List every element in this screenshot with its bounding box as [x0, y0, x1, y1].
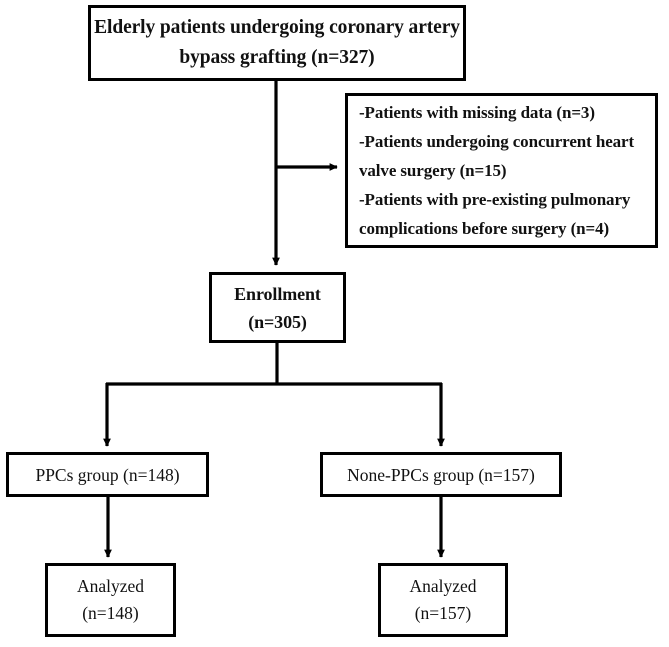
node-exclusions: -Patients with missing data (n=3) -Patie…: [345, 93, 658, 248]
enrollment-line-2: (n=305): [248, 311, 307, 332]
exclusion-line-5: complications before surgery (n=4): [359, 219, 610, 238]
source-line-1: Elderly patients undergoing coronary art…: [94, 17, 460, 38]
enrollment-line-1: Enrollment: [234, 283, 321, 304]
group-none-ppcs-label: None-PPCs group (n=157): [347, 464, 535, 485]
analyzed-ppcs-line-1: Analyzed: [76, 576, 145, 596]
node-analyzed-ppcs: Analyzed (n=148): [45, 563, 176, 637]
node-analyzed-none-ppcs: Analyzed (n=157): [378, 563, 508, 637]
node-group-none-ppcs: None-PPCs group (n=157): [320, 452, 562, 497]
node-enrollment: Enrollment (n=305): [209, 272, 346, 343]
exclusion-line-2: -Patients undergoing concurrent heart: [359, 132, 635, 151]
node-group-ppcs: PPCs group (n=148): [6, 452, 209, 497]
source-line-2: bypass grafting (n=327): [179, 47, 375, 68]
group-ppcs-label: PPCs group (n=148): [35, 464, 180, 485]
analyzed-none-ppcs-line-1: Analyzed: [409, 576, 477, 596]
exclusion-line-1: -Patients with missing data (n=3): [359, 103, 595, 122]
node-source-population: Elderly patients undergoing coronary art…: [88, 5, 466, 81]
exclusion-line-4: -Patients with pre-existing pulmonary: [359, 190, 631, 209]
analyzed-none-ppcs-line-2: (n=157): [414, 603, 472, 623]
exclusion-line-3: valve surgery (n=15): [359, 161, 507, 180]
analyzed-ppcs-line-2: (n=148): [82, 603, 139, 623]
